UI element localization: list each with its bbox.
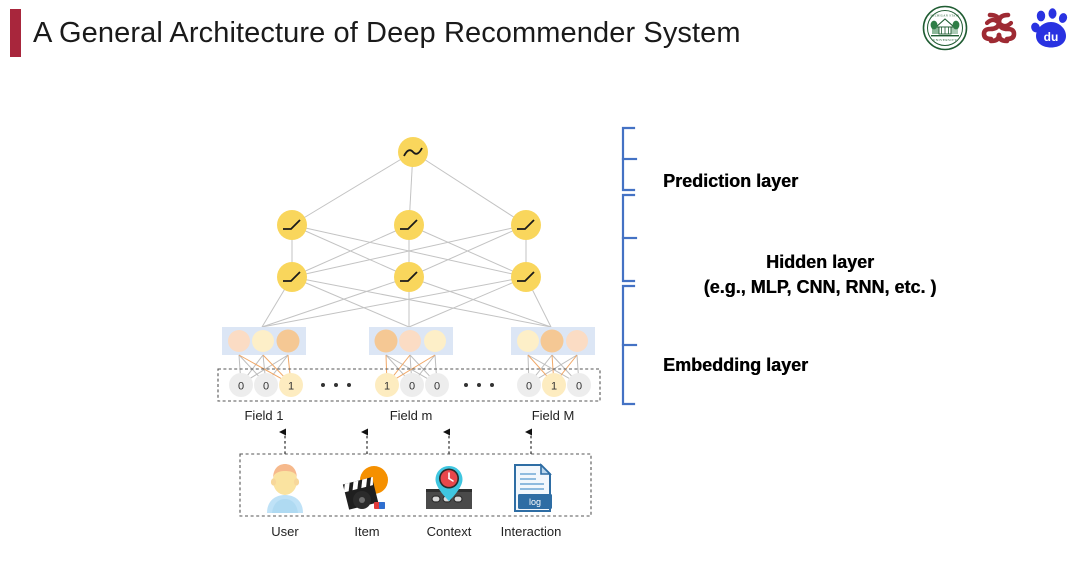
layer-braces	[621, 126, 638, 406]
svg-text:1: 1	[288, 381, 294, 393]
knot-logo-icon	[981, 12, 1017, 44]
onehot-separator-2	[464, 383, 494, 387]
baidu-logo-icon: du	[1031, 8, 1068, 48]
onehot-separator-1	[321, 383, 351, 387]
hidden-node	[511, 262, 541, 292]
svg-text:du: du	[1044, 30, 1059, 44]
michigan-state-university-seal-icon: UNIVERSITY MICHIGAN STATE	[922, 5, 968, 51]
svg-text:0: 0	[238, 381, 244, 393]
title-bar: A General Architecture of Deep Recommend…	[0, 0, 1080, 72]
svg-text:0: 0	[576, 381, 582, 393]
architecture-diagram: 0 0 1 1 0 0 0 1	[0, 72, 1080, 575]
layer-label-embedding: Embedding layer	[663, 355, 809, 375]
title-accent-bar	[10, 9, 21, 57]
onehot-input-box	[217, 368, 601, 402]
svg-text:0: 0	[263, 381, 269, 393]
onehot-group-field-m: 1 0 0	[375, 373, 449, 397]
svg-text:0: 0	[434, 381, 440, 393]
field-label-m: Field m	[389, 408, 433, 423]
hidden-node	[277, 210, 307, 240]
source-label-context: Context	[426, 524, 472, 539]
location-pin-road-icon	[420, 459, 478, 517]
source-arrows	[279, 428, 532, 454]
embedding-block-field-1	[222, 327, 306, 355]
field-label-1: Field 1	[244, 408, 284, 423]
page-title: A General Architecture of Deep Recommend…	[33, 17, 741, 49]
logo-row: UNIVERSITY MICHIGAN STATE du	[922, 2, 1072, 54]
hidden-node	[511, 210, 541, 240]
svg-text:0: 0	[409, 381, 415, 393]
user-avatar-icon	[256, 459, 314, 517]
onehot-group-field-M: 0 1 0	[517, 373, 591, 397]
hidden-node	[394, 210, 424, 240]
layer-label-hidden-line2: (e.g., MLP, CNN, RNN, etc. )	[703, 277, 937, 297]
hidden-node	[394, 262, 424, 292]
field-label-M: Field M	[531, 408, 575, 423]
hidden-node	[277, 262, 307, 292]
output-node-sigmoid	[398, 137, 428, 167]
source-label-item: Item	[354, 524, 380, 539]
svg-text:0: 0	[526, 381, 532, 393]
svg-text:UNIVERSITY: UNIVERSITY	[933, 38, 957, 42]
embedding-block-field-M	[511, 327, 595, 355]
source-label-interaction: Interaction	[500, 524, 562, 539]
svg-text:1: 1	[384, 381, 390, 393]
svg-text:MICHIGAN STATE: MICHIGAN STATE	[930, 14, 959, 18]
log-document-icon: log	[502, 459, 560, 517]
svg-text:log: log	[529, 497, 541, 507]
layer-label-prediction: Prediction layer	[663, 171, 799, 191]
network-graphic: 0 0 1 1 0 0 0 1	[217, 126, 638, 517]
embedding-block-field-m	[369, 327, 453, 355]
source-input-box	[239, 453, 592, 517]
movie-clapper-icon	[338, 459, 396, 517]
source-label-user: User	[271, 524, 299, 539]
onehot-group-field-1: 0 0 1	[229, 373, 303, 397]
svg-text:1: 1	[551, 381, 557, 393]
layer-label-hidden: Hidden layer (e.g., MLP, CNN, RNN, etc. …	[640, 250, 1000, 300]
layer-label-hidden-line1: Hidden layer	[765, 252, 875, 272]
